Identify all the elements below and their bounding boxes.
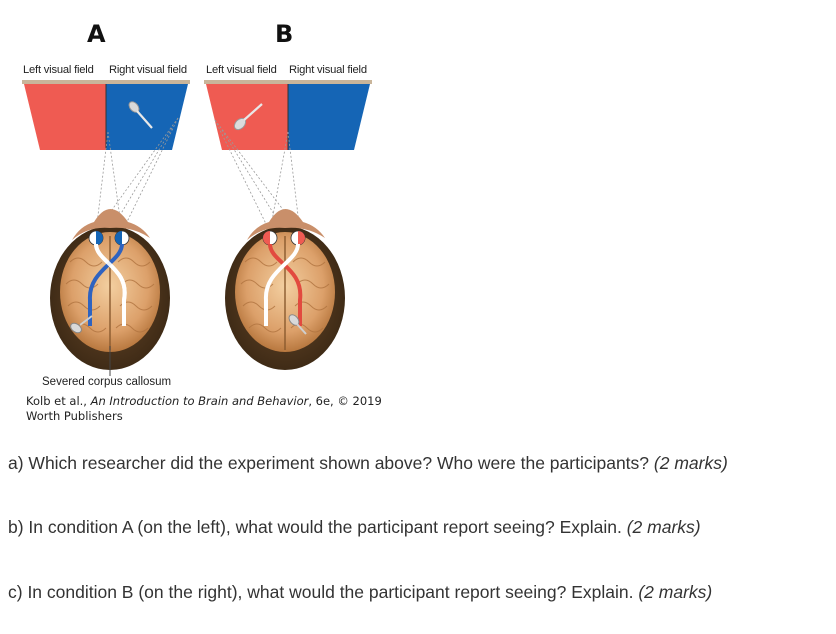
screen-a xyxy=(22,80,190,150)
question-a: a) Which researcher did the experiment s… xyxy=(8,452,748,474)
credit-edition: , 6e, © 2019 xyxy=(308,394,382,408)
question-c-text: c) In condition B (on the right), what w… xyxy=(8,582,639,602)
right-field-label-b: Right visual field xyxy=(289,64,367,76)
figure-credit: Kolb et al., An Introduction to Brain an… xyxy=(26,394,386,424)
screen-b-frame xyxy=(204,80,372,84)
screen-b xyxy=(204,80,372,150)
panel-b-label: B xyxy=(275,20,294,48)
question-b-text: b) In condition A (on the left), what wo… xyxy=(8,517,627,537)
question-a-text: a) Which researcher did the experiment s… xyxy=(8,453,654,473)
brain-b xyxy=(225,209,345,370)
right-field-label-a: Right visual field xyxy=(109,64,187,76)
question-b: b) In condition A (on the left), what wo… xyxy=(8,516,748,538)
spoon-icon xyxy=(70,315,93,334)
credit-title: An Introduction to Brain and Behavior xyxy=(90,394,309,408)
split-brain-figure xyxy=(22,80,372,376)
credit-authors: Kolb et al., xyxy=(26,394,91,408)
spoon-icon xyxy=(128,101,153,129)
question-c-marks: (2 marks) xyxy=(638,582,713,602)
left-field-label-a: Left visual field xyxy=(23,64,94,76)
question-a-marks: (2 marks) xyxy=(653,453,728,473)
figure-caption: Severed corpus callosum xyxy=(42,376,172,388)
left-field-a-area xyxy=(24,84,106,150)
left-field-label-b: Left visual field xyxy=(206,64,277,76)
right-field-a-area xyxy=(106,84,188,150)
screen-a-frame xyxy=(22,80,190,84)
right-field-b-area xyxy=(288,84,370,150)
credit-publisher: Worth Publishers xyxy=(26,409,123,423)
spoon-icon xyxy=(288,314,307,335)
question-b-marks: (2 marks) xyxy=(626,517,701,537)
question-c: c) In condition B (on the right), what w… xyxy=(8,581,748,603)
spoon-icon xyxy=(233,103,263,131)
brain-a xyxy=(50,209,170,376)
panel-a-label: A xyxy=(87,20,106,48)
